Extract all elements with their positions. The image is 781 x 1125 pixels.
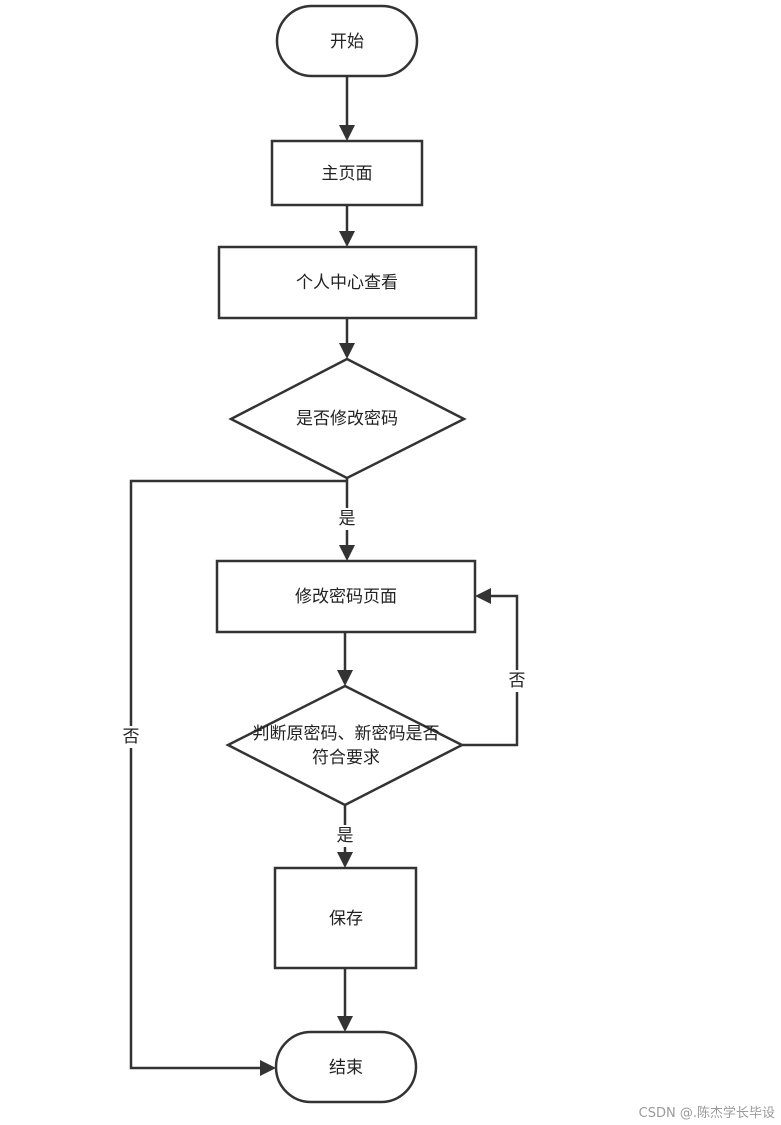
node-profile-label: 个人中心查看 (296, 273, 398, 293)
edge-label-change-no: 否 (121, 726, 141, 748)
node-decide-change-password-label: 是否修改密码 (296, 409, 398, 429)
node-change-password-page-label: 修改密码页面 (295, 587, 397, 607)
edge-start-to-home (339, 76, 355, 141)
node-validate-passwords-label-line2: 符合要求 (312, 748, 380, 768)
node-start: 开始 (275, 4, 419, 78)
node-home: 主页面 (270, 139, 424, 207)
edge-change-page-to-validate (337, 632, 353, 686)
edge-decision-no-to-end (129, 479, 347, 1076)
edge-home-to-profile (339, 205, 355, 247)
edge-save-to-end (337, 968, 353, 1032)
node-end: 结束 (274, 1030, 418, 1104)
edge-label-validate-yes-text: 是 (337, 826, 354, 846)
node-home-label: 主页面 (322, 164, 373, 184)
edge-label-change-yes-text: 是 (339, 509, 356, 529)
edge-profile-to-decision (339, 318, 355, 359)
edge-label-validate-no-text: 否 (509, 671, 526, 691)
node-save-label: 保存 (329, 909, 363, 929)
node-save: 保存 (273, 866, 418, 970)
edge-label-validate-no: 否 (507, 670, 527, 692)
watermark: CSDN @.陈杰学长毕设 (638, 1106, 775, 1121)
edge-label-change-yes: 是 (337, 508, 357, 530)
node-validate-passwords-label-line1: 判断原密码、新密码是否 (253, 724, 440, 744)
node-validate-passwords: 判断原密码、新密码是否 符合要求 (225, 684, 465, 807)
node-start-label: 开始 (330, 32, 364, 52)
node-end-label: 结束 (329, 1058, 363, 1078)
edge-label-validate-yes: 是 (335, 825, 355, 847)
edge-label-change-no-text: 否 (123, 727, 140, 747)
node-change-password-page: 修改密码页面 (215, 559, 477, 634)
node-decide-change-password: 是否修改密码 (228, 357, 467, 480)
node-profile: 个人中心查看 (217, 245, 478, 320)
